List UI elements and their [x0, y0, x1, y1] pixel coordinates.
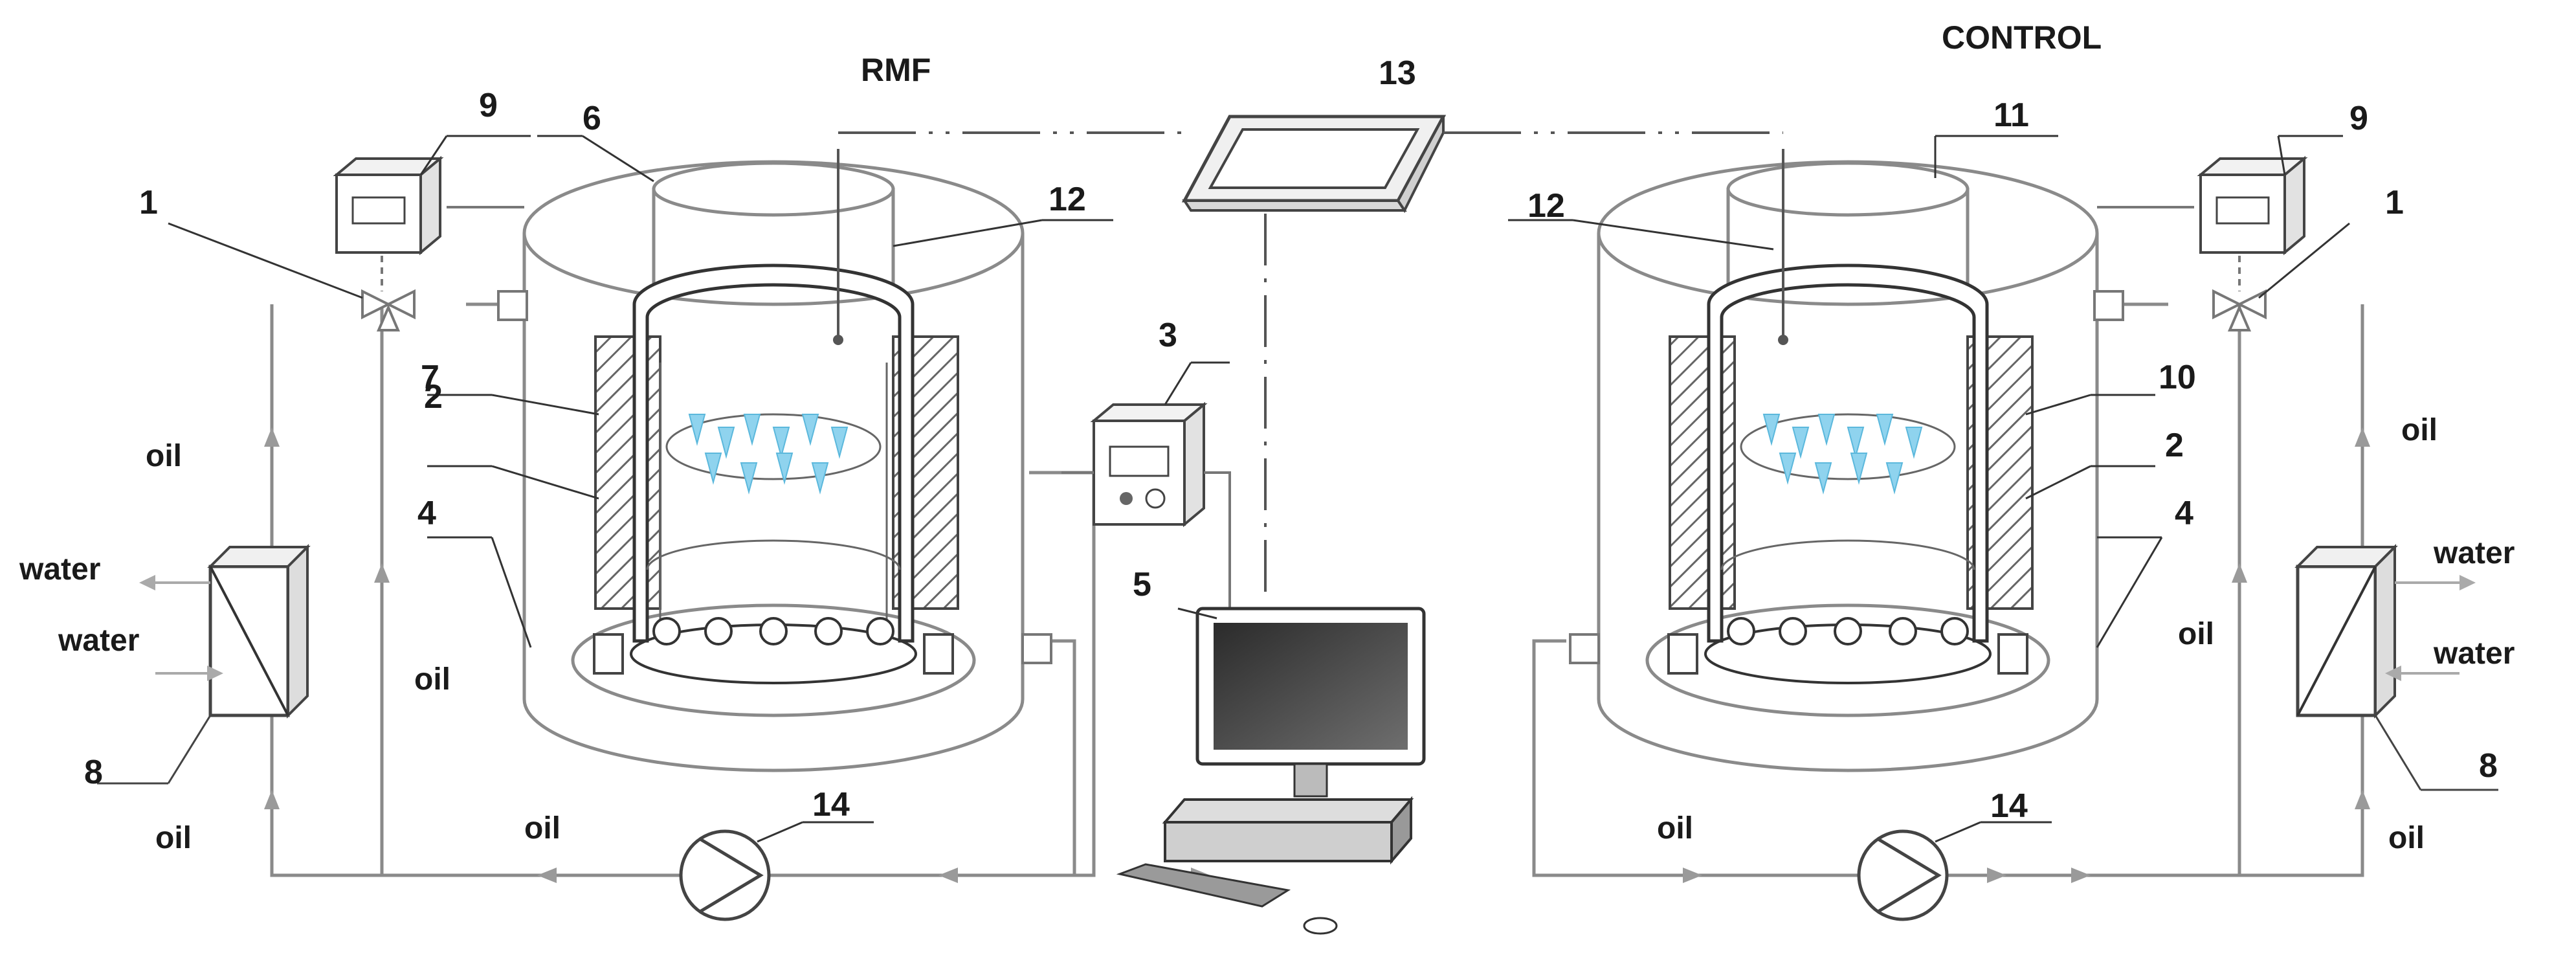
title-rmf: RMF	[861, 52, 931, 88]
oil-label-left-upper: oil	[146, 439, 182, 473]
label-3: 3	[1159, 317, 1177, 354]
computer	[1116, 607, 1426, 935]
label-11: 11	[1993, 96, 2029, 134]
label-4-right: 4	[2175, 495, 2193, 532]
oil-label-right-lower: oil	[2388, 821, 2425, 855]
pump-icon-right	[1857, 829, 1949, 921]
label-12-right: 12	[1527, 187, 1565, 225]
pump-icon-left	[679, 829, 771, 921]
oil-label-right-upper: oil	[2401, 413, 2437, 447]
title-control: CONTROL	[1942, 19, 2102, 56]
label-9-right: 9	[2349, 100, 2368, 137]
control-sample-tubes	[1762, 414, 1923, 495]
thermostat-right	[2097, 155, 2308, 291]
label-2-right: 2	[2165, 427, 2184, 464]
label-4-left: 4	[417, 495, 436, 532]
rmf-sample-tubes	[688, 414, 849, 495]
label-1-left: 1	[139, 184, 158, 221]
control-inner-chamber	[1569, 149, 2124, 684]
label-5: 5	[1133, 566, 1151, 603]
label-6: 6	[583, 100, 601, 137]
data-logger	[838, 115, 1783, 602]
label-1-right: 1	[2385, 184, 2404, 221]
water-label-left-out: water	[19, 552, 100, 587]
oil-label-right-mid: oil	[2178, 617, 2214, 651]
label-8-left: 8	[84, 754, 103, 791]
rmf-inner-chamber	[497, 149, 1052, 684]
label-8-right: 8	[2479, 747, 2498, 785]
label-13: 13	[1379, 54, 1416, 92]
valve-icon-right	[2212, 289, 2267, 331]
oil-label-left-mid: oil	[414, 662, 450, 697]
oil-label-left-lower: oil	[155, 821, 192, 855]
valve-icon-left	[361, 289, 416, 331]
labels: RMF CONTROL 1 1 2 2 3 4 4 5 6 7 8 8 9 9 …	[19, 19, 2515, 855]
water-label-left-in: water	[58, 623, 139, 658]
label-2-left: 2	[424, 378, 443, 416]
thermostat-left	[333, 155, 524, 291]
label-7: 7	[421, 359, 439, 396]
control-vessel	[1597, 160, 2099, 772]
water-label-right-out: water	[2433, 536, 2515, 570]
label-14-left: 14	[812, 786, 850, 824]
oil-label-right-bottom: oil	[1657, 811, 1693, 846]
rmf-vessel	[522, 160, 1025, 772]
heat-exchanger-left	[97, 544, 311, 785]
label-14-right: 14	[1990, 787, 2028, 825]
label-10: 10	[2159, 359, 2196, 396]
oil-label-left-bottom: oil	[524, 811, 561, 846]
heat-exchanger-right	[2294, 544, 2498, 791]
label-12-left: 12	[1049, 181, 1086, 218]
leader-lines	[168, 135, 2350, 843]
water-label-right-in: water	[2433, 636, 2515, 671]
label-9-left: 9	[479, 87, 498, 124]
rmf-controller	[1061, 401, 1231, 622]
